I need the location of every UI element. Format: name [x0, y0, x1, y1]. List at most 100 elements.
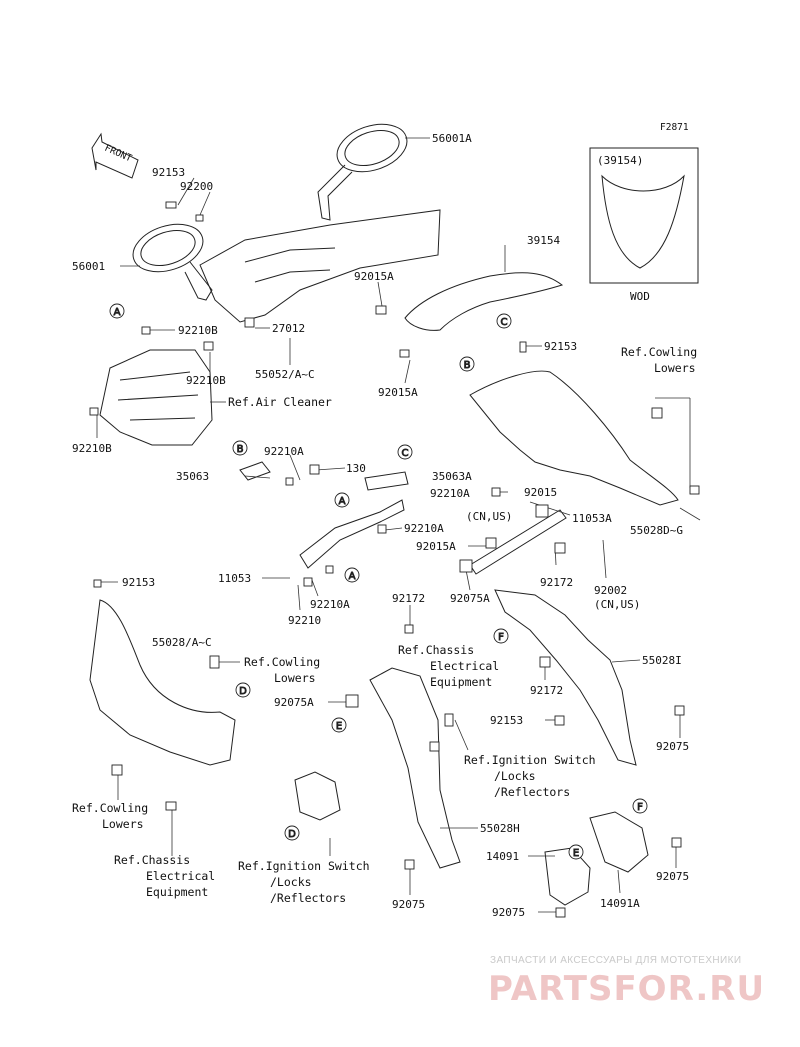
part-label-11053a: 11053A — [572, 512, 612, 525]
ref-ignition-1-line2: /Locks — [494, 769, 536, 783]
ref-ignition-1-line1: Ref.Ignition Switch — [464, 753, 596, 767]
part-label-92210b-a: 92210B — [178, 324, 218, 337]
bracket-35063-shape — [239, 461, 271, 481]
svg-text:B: B — [237, 444, 244, 455]
ref-chassis-1-line1: Ref.Chassis — [398, 643, 474, 657]
callout-b-1: B — [459, 356, 475, 372]
part-label-92210b-b: 92210B — [186, 374, 226, 387]
ref-chassis-1-line3: Equipment — [430, 675, 492, 689]
part-label-56001a: 56001A — [432, 132, 472, 145]
part-label-92153-top: 92153 — [152, 166, 185, 179]
front-arrow — [91, 132, 139, 179]
windshield-shape — [404, 272, 564, 331]
svg-text:C: C — [501, 317, 508, 328]
part-label-92075-c: 92075 — [492, 906, 525, 919]
svg-text:A: A — [339, 496, 346, 507]
part-label-92075a-b: 92075A — [274, 696, 314, 709]
right-panel-shape — [494, 589, 637, 766]
leader-lines — [96, 137, 701, 913]
svg-text:F: F — [637, 802, 643, 813]
part-label-92210a-right: 92210A — [430, 487, 470, 500]
callout-a-3: A — [334, 492, 350, 508]
svg-text:B: B — [464, 360, 471, 371]
svg-text:A: A — [114, 307, 121, 318]
ref-chassis-2-line2: Electrical — [146, 869, 215, 883]
mirror-right-shape — [317, 123, 408, 221]
part-label-11053: 11053 — [218, 572, 251, 585]
part-label-92075-d: 92075 — [656, 870, 689, 883]
part-label-56001: 56001 — [72, 260, 105, 273]
bracket-14091a-shape — [589, 811, 649, 873]
part-label-27012: 27012 — [272, 322, 305, 335]
svg-text:E: E — [336, 721, 342, 732]
part-label-92210a-low: 92210A — [310, 598, 350, 611]
watermark-brand: PARTSFOR.RU — [488, 969, 765, 1009]
part-label-55028h: 55028H — [480, 822, 520, 835]
ref-cowling-lowers-3-line1: Ref.Cowling — [72, 801, 148, 815]
part-label-35063a: 35063A — [432, 470, 472, 483]
part-label-92075a-a: 92075A — [450, 592, 490, 605]
callout-e-2: E — [568, 844, 584, 860]
ref-ignition-2-line2: /Locks — [270, 875, 312, 889]
ref-cowling-lowers-3-line2: Lowers — [102, 817, 144, 831]
center-panel-shape — [369, 667, 461, 869]
bracket-11053-shape — [299, 499, 405, 569]
bracket-center-shape — [294, 771, 341, 821]
ref-cowling-lowers-2-line1: Ref.Cowling — [244, 655, 320, 669]
part-label-14091a: 14091A — [600, 897, 640, 910]
part-label-92200: 92200 — [180, 180, 213, 193]
ref-chassis-2-line1: Ref.Chassis — [114, 853, 190, 867]
air-duct-shape — [99, 349, 213, 446]
note-cn-us-a: (CN,US) — [466, 510, 512, 523]
svg-text:E: E — [573, 848, 579, 859]
inset-part-label: (39154) — [597, 154, 643, 167]
svg-text:C: C — [402, 448, 409, 459]
fasteners — [89, 201, 700, 918]
inset-windshield-shape — [601, 174, 685, 269]
bracket-35063a-shape — [364, 471, 409, 491]
part-label-92172-b: 92172 — [392, 592, 425, 605]
callout-d-2: D — [284, 825, 300, 841]
inner-cowl-shape — [199, 209, 441, 323]
part-label-92075-a: 92075 — [656, 740, 689, 753]
part-label-92002: 92002 — [594, 584, 627, 597]
part-label-92210b-c: 92210B — [72, 442, 112, 455]
upper-cowl-shape — [469, 370, 679, 506]
part-label-92172-c: 92172 — [530, 684, 563, 697]
ref-cowling-lowers-2-line2: Lowers — [274, 671, 316, 685]
part-label-92153-left: 92153 — [122, 576, 155, 589]
part-label-92075-b: 92075 — [392, 898, 425, 911]
figure-id: F2871 — [660, 122, 689, 133]
left-cowl-shape — [89, 599, 236, 766]
part-label-92015a-c: 92015A — [416, 540, 456, 553]
part-label-92210a-top: 92210A — [264, 445, 304, 458]
part-label-92172-a: 92172 — [540, 576, 573, 589]
callout-c-1: C — [496, 313, 512, 329]
part-label-55052: 55052/A~C — [255, 368, 315, 381]
callout-f-2: F — [632, 798, 648, 814]
ref-ignition-2-line3: /Reflectors — [270, 891, 346, 905]
part-label-14091: 14091 — [486, 850, 519, 863]
note-cn-us-b: (CN,US) — [594, 598, 640, 611]
part-label-92015a-a: 92015A — [354, 270, 394, 283]
ref-air-cleaner: Ref.Air Cleaner — [228, 395, 332, 409]
callout-d-1: D — [235, 682, 251, 698]
callout-c-2: C — [397, 444, 413, 460]
rod-11053a-shape — [469, 509, 567, 575]
part-label-92153-low: 92153 — [490, 714, 523, 727]
ref-ignition-2-line1: Ref.Ignition Switch — [238, 859, 370, 873]
part-label-130: 130 — [346, 462, 366, 475]
part-label-39154: 39154 — [527, 234, 560, 247]
part-label-55028d: 55028D~G — [630, 524, 683, 537]
svg-text:D: D — [239, 686, 247, 697]
svg-text:D: D — [288, 829, 296, 840]
part-label-92210: 92210 — [288, 614, 321, 627]
inset-box — [589, 147, 699, 284]
callout-f-1: F — [493, 628, 509, 644]
svg-text:F: F — [498, 632, 504, 643]
mirror-left-shape — [132, 223, 213, 301]
callout-e-1: E — [331, 717, 347, 733]
ref-ignition-1-line3: /Reflectors — [494, 785, 570, 799]
part-label-92015a-b: 92015A — [378, 386, 418, 399]
